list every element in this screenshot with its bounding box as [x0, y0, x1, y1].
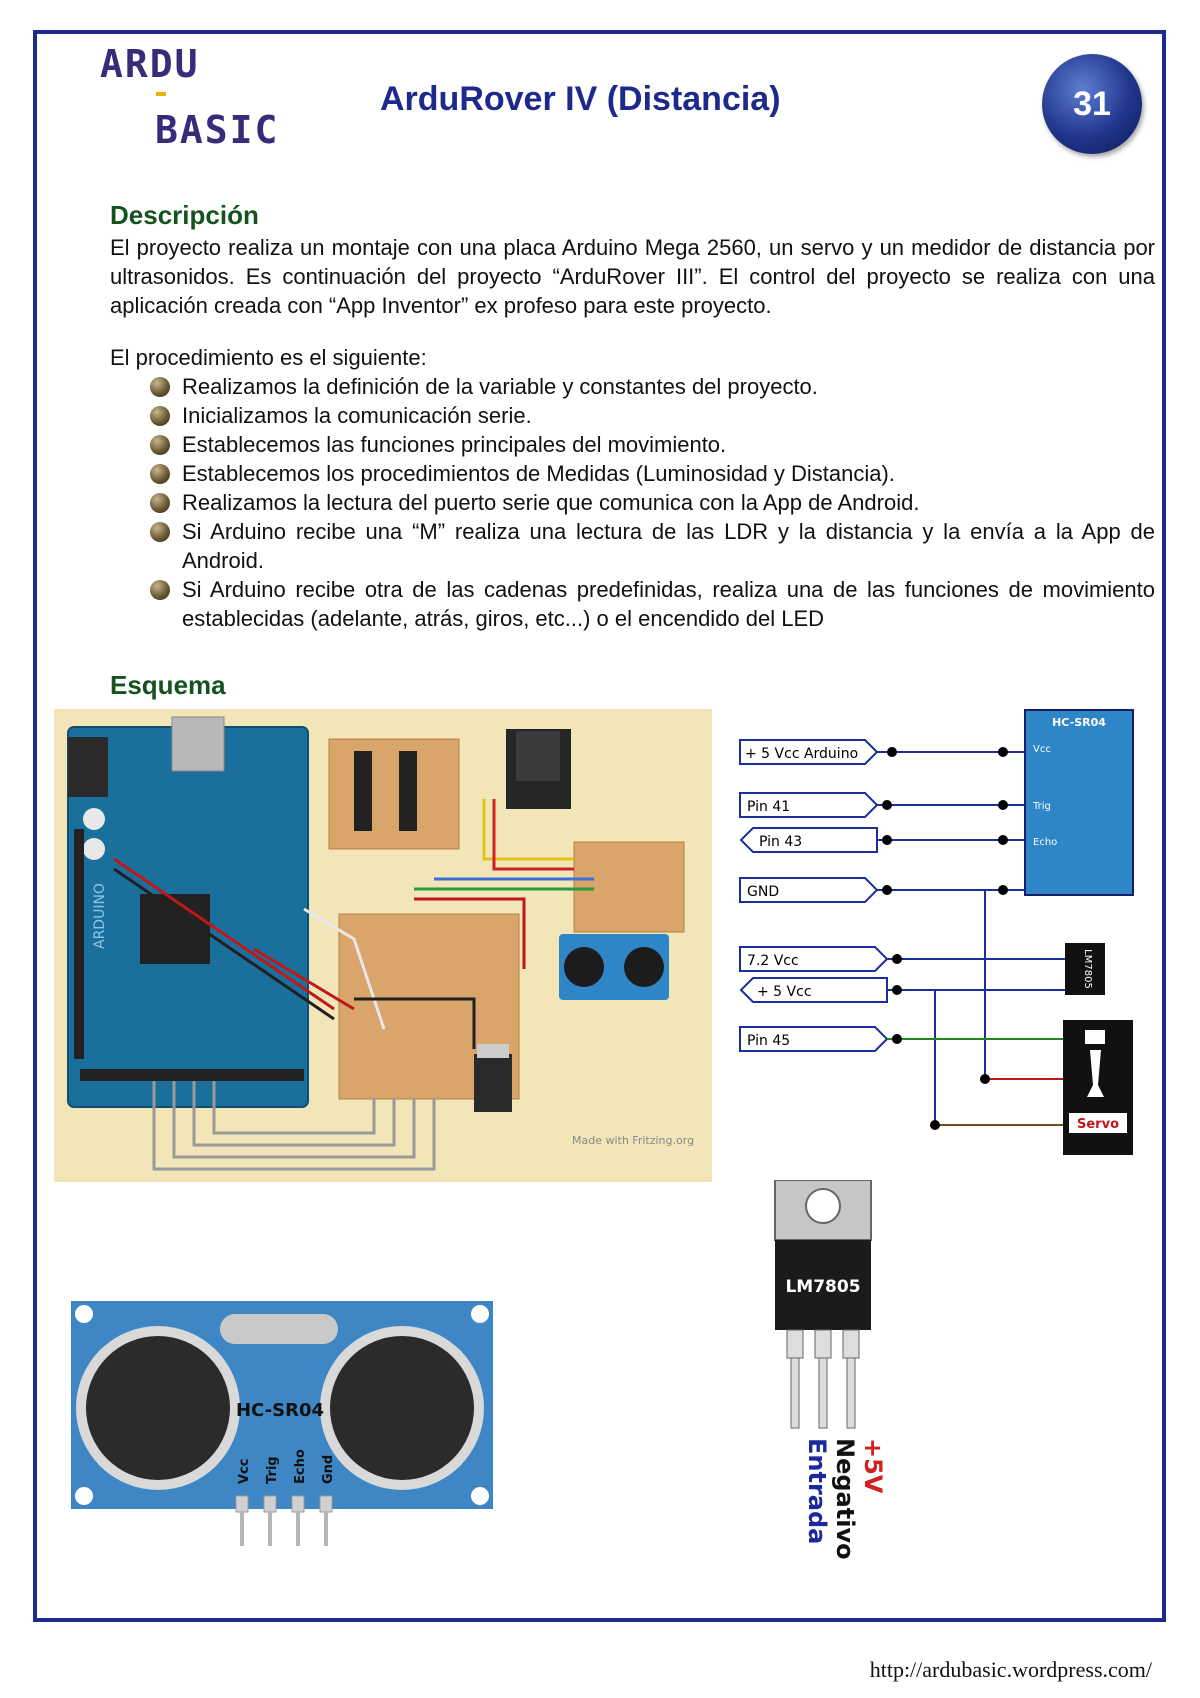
label-pin43: Pin 43	[739, 827, 878, 853]
bullet-icon	[150, 435, 170, 455]
bullet-icon	[150, 464, 170, 484]
bullet-icon	[150, 522, 170, 542]
hc-sr04-image: HC-SR04 Vcc Trig Echo Gnd	[71, 1301, 493, 1546]
label-pin45: Pin 45	[739, 1026, 889, 1052]
procedure-intro: El procedimiento es el siguiente:	[110, 345, 427, 370]
schema-heading: Esquema	[110, 670, 226, 700]
bullet-icon	[150, 377, 170, 397]
sensor-pin-vcc: Vcc	[237, 1459, 252, 1484]
description-heading: Descripción	[110, 200, 259, 230]
module-title: HC-SR04	[1052, 716, 1106, 729]
bullet-icon	[150, 580, 170, 600]
schematic-regulator-label: LM7805	[1082, 949, 1093, 989]
module-pin-trig: Trig	[1032, 801, 1051, 812]
svg-text:+ 5 Vcc: + 5 Vcc	[757, 984, 812, 1000]
logo-text-basic: BASIC	[155, 108, 280, 152]
step-item: Realizamos la lectura del puerto serie q…	[150, 488, 1155, 517]
logo-text-ardu: ARDU	[100, 42, 200, 86]
pin-label-negativo: Negativo	[831, 1438, 859, 1560]
footer-url: http://ardubasic.wordpress.com/	[869, 1657, 1152, 1682]
step-item: Si Arduino recibe una “M” realiza una le…	[150, 517, 1155, 575]
svg-text:7.2 Vcc: 7.2 Vcc	[747, 953, 799, 969]
svg-text:GND: GND	[747, 884, 779, 900]
servo-label: Servo	[1077, 1117, 1119, 1132]
sensor-photo-label: HC-SR04	[236, 1400, 324, 1421]
regulator-photo-label: LM7805	[785, 1277, 860, 1297]
step-item: Establecemos las funciones principales d…	[150, 430, 1155, 459]
pin-label-entrada: Entrada	[803, 1438, 831, 1544]
fritzing-credit: Made with Fritzing.org	[572, 1134, 694, 1147]
step-item: Realizamos la definición de la variable …	[150, 372, 1155, 401]
step-item: Establecemos los procedimientos de Medid…	[150, 459, 1155, 488]
sensor-pin-trig: Trig	[265, 1456, 280, 1484]
svg-text:Pin 41: Pin 41	[747, 799, 790, 815]
lm7805-image: LM7805 +5V Negativo Entrada	[774, 1180, 887, 1560]
breadboard-diagram: ARDUINO Made with Fritzing.org	[54, 709, 712, 1182]
page-frame	[33, 30, 1166, 1622]
module-pin-echo: Echo	[1033, 837, 1057, 848]
module-pin-vcc: Vcc	[1033, 744, 1051, 755]
label-5vcc-arduino: + 5 Vcc Arduino	[739, 739, 879, 765]
module-pin-gnd: Gnd	[1033, 896, 1053, 907]
description-paragraph: El proyecto realiza un montaje con una p…	[110, 235, 1155, 318]
step-item: Si Arduino recibe otra de las cadenas pr…	[150, 575, 1155, 633]
svg-text:ARDUINO: ARDUINO	[92, 883, 108, 949]
svg-text:+ 5 Vcc Arduino: + 5 Vcc Arduino	[745, 746, 858, 762]
step-item: Inicializamos la comunicación serie.	[150, 401, 1155, 430]
label-gnd: GND	[739, 877, 879, 903]
logo-dash	[156, 92, 166, 96]
svg-text:Pin 43: Pin 43	[759, 834, 802, 850]
wiring-schematic: HC-SR04 Vcc Trig Echo Gnd + 5 Vcc Arduin…	[739, 709, 1134, 1155]
sensor-pin-gnd: Gnd	[321, 1455, 336, 1484]
page-number-badge: 31	[1042, 54, 1142, 154]
ardubasic-logo: ARDU BASIC	[100, 42, 290, 152]
bullet-icon	[150, 493, 170, 513]
svg-text:Pin 45: Pin 45	[747, 1033, 790, 1049]
bullet-icon	[150, 406, 170, 426]
page-title: ArduRover IV (Distancia)	[380, 80, 781, 118]
procedure-steps: Realizamos la definición de la variable …	[150, 372, 1155, 633]
label-pin41: Pin 41	[739, 792, 879, 818]
label-5vcc: + 5 Vcc	[739, 977, 888, 1003]
label-7-2vcc: 7.2 Vcc	[739, 946, 889, 972]
sensor-pin-echo: Echo	[293, 1449, 308, 1484]
pin-label-5v: +5V	[859, 1438, 887, 1494]
